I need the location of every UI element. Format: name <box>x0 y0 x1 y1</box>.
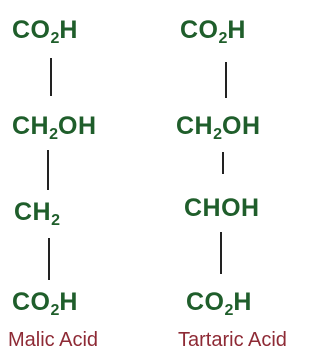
malic-acid-caption: Malic Acid <box>8 329 99 351</box>
tartaric-acid-caption: Tartaric Acid <box>178 329 287 351</box>
tartaric-group-2: CH2OH <box>176 112 261 143</box>
malic-bond-2 <box>47 150 49 190</box>
tartaric-bond-2 <box>222 152 224 174</box>
tartaric-group-4: CO2H <box>186 288 252 319</box>
tartaric-group-3: CHOH <box>184 194 260 222</box>
malic-bond-3 <box>48 238 50 280</box>
malic-group-1: CO2H <box>12 16 78 47</box>
malic-group-3: CH2 <box>14 198 61 229</box>
tartaric-group-1: CO2H <box>180 16 246 47</box>
malic-bond-1 <box>50 58 52 96</box>
tartaric-bond-1 <box>225 62 227 98</box>
malic-group-2: CH2OH <box>12 112 97 143</box>
tartaric-bond-3 <box>220 232 222 274</box>
malic-group-4: CO2H <box>12 288 78 319</box>
